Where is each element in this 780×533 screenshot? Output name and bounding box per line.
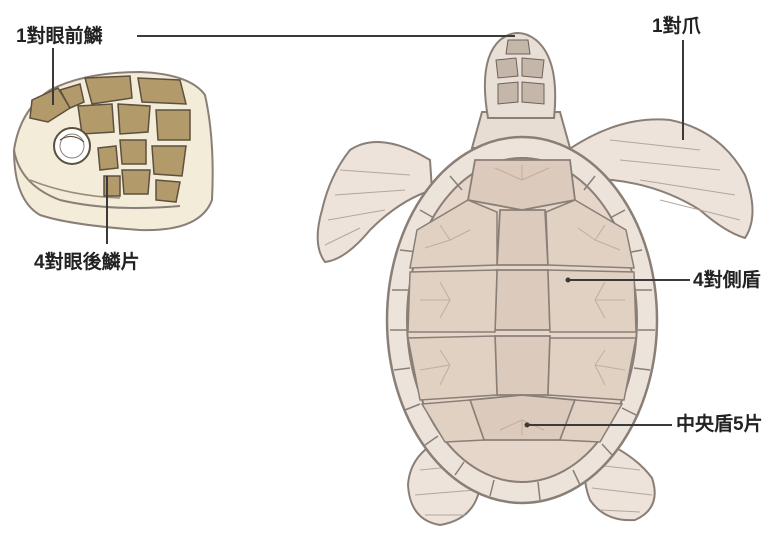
- label-pre-eye-scale: 1對眼前鱗: [16, 26, 103, 48]
- label-post-eye-scales: 4對眼後鱗片: [34, 252, 140, 274]
- label-claw: 1對爪: [652, 16, 701, 38]
- head-eye: [54, 128, 90, 164]
- label-central-scutes: 中央盾5片: [676, 414, 763, 436]
- label-lateral-scutes: 4對側盾: [693, 270, 761, 292]
- pointer-dot-central: [525, 423, 530, 428]
- pointer-dot-lateral: [566, 278, 571, 283]
- head-detail: [14, 72, 213, 230]
